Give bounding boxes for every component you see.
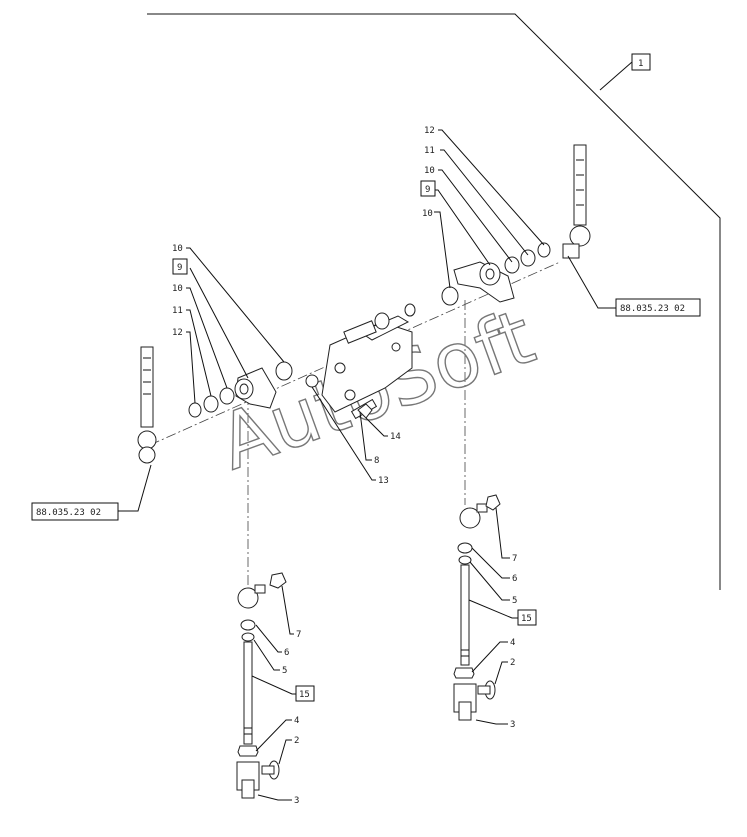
label-2-left: 2 (294, 736, 299, 746)
label-14: 14 (390, 432, 401, 442)
label-2-right: 2 (510, 658, 515, 668)
label-6-right: 6 (512, 574, 517, 584)
label-10-left-2: 10 (172, 284, 183, 294)
label-7-right: 7 (512, 554, 517, 564)
label-8: 8 (374, 456, 379, 466)
label-5-left: 5 (282, 666, 287, 676)
ref-callout-right: 88.035.23 02 (620, 304, 685, 314)
callout-15-right: 15 (521, 614, 532, 624)
label-3-left: 3 (294, 796, 299, 806)
callout-9-left: 9 (177, 263, 182, 273)
boxed-callouts: 1 9 9 88.035.23 02 88.035.23 02 15 15 (31, 53, 701, 702)
label-7-left: 7 (296, 630, 301, 640)
label-13: 13 (378, 476, 389, 486)
left-rod (137, 346, 157, 464)
mounting-bracket (321, 303, 416, 413)
label-10-left: 10 (172, 244, 183, 254)
label-10-right: 10 (424, 166, 435, 176)
label-6-left: 6 (284, 648, 289, 658)
callout-15-left: 15 (299, 690, 310, 700)
bracket-fasteners (305, 374, 378, 420)
callout-1: 1 (638, 59, 643, 69)
label-4-right: 4 (510, 638, 515, 648)
left-lever-assembly (188, 361, 293, 418)
label-11-right: 11 (424, 146, 435, 156)
label-11-left: 11 (172, 306, 183, 316)
ref-callout-left: 88.035.23 02 (36, 508, 101, 518)
right-rod (562, 144, 591, 259)
label-5-right: 5 (512, 596, 517, 606)
label-4-left: 4 (294, 716, 299, 726)
label-12-left: 12 (172, 328, 183, 338)
leader-lines (118, 129, 616, 801)
label-10-right-2: 10 (422, 209, 433, 219)
left-linkage (236, 572, 287, 799)
right-lever-assembly (441, 242, 551, 306)
label-12-right: 12 (424, 126, 435, 136)
callout-9-right: 9 (425, 185, 430, 195)
label-3-right: 3 (510, 720, 515, 730)
frame-lines (147, 13, 721, 590)
right-linkage (453, 494, 501, 721)
part-labels: 12 11 10 10 10 10 11 12 14 8 13 7 6 5 4 … (172, 126, 517, 806)
